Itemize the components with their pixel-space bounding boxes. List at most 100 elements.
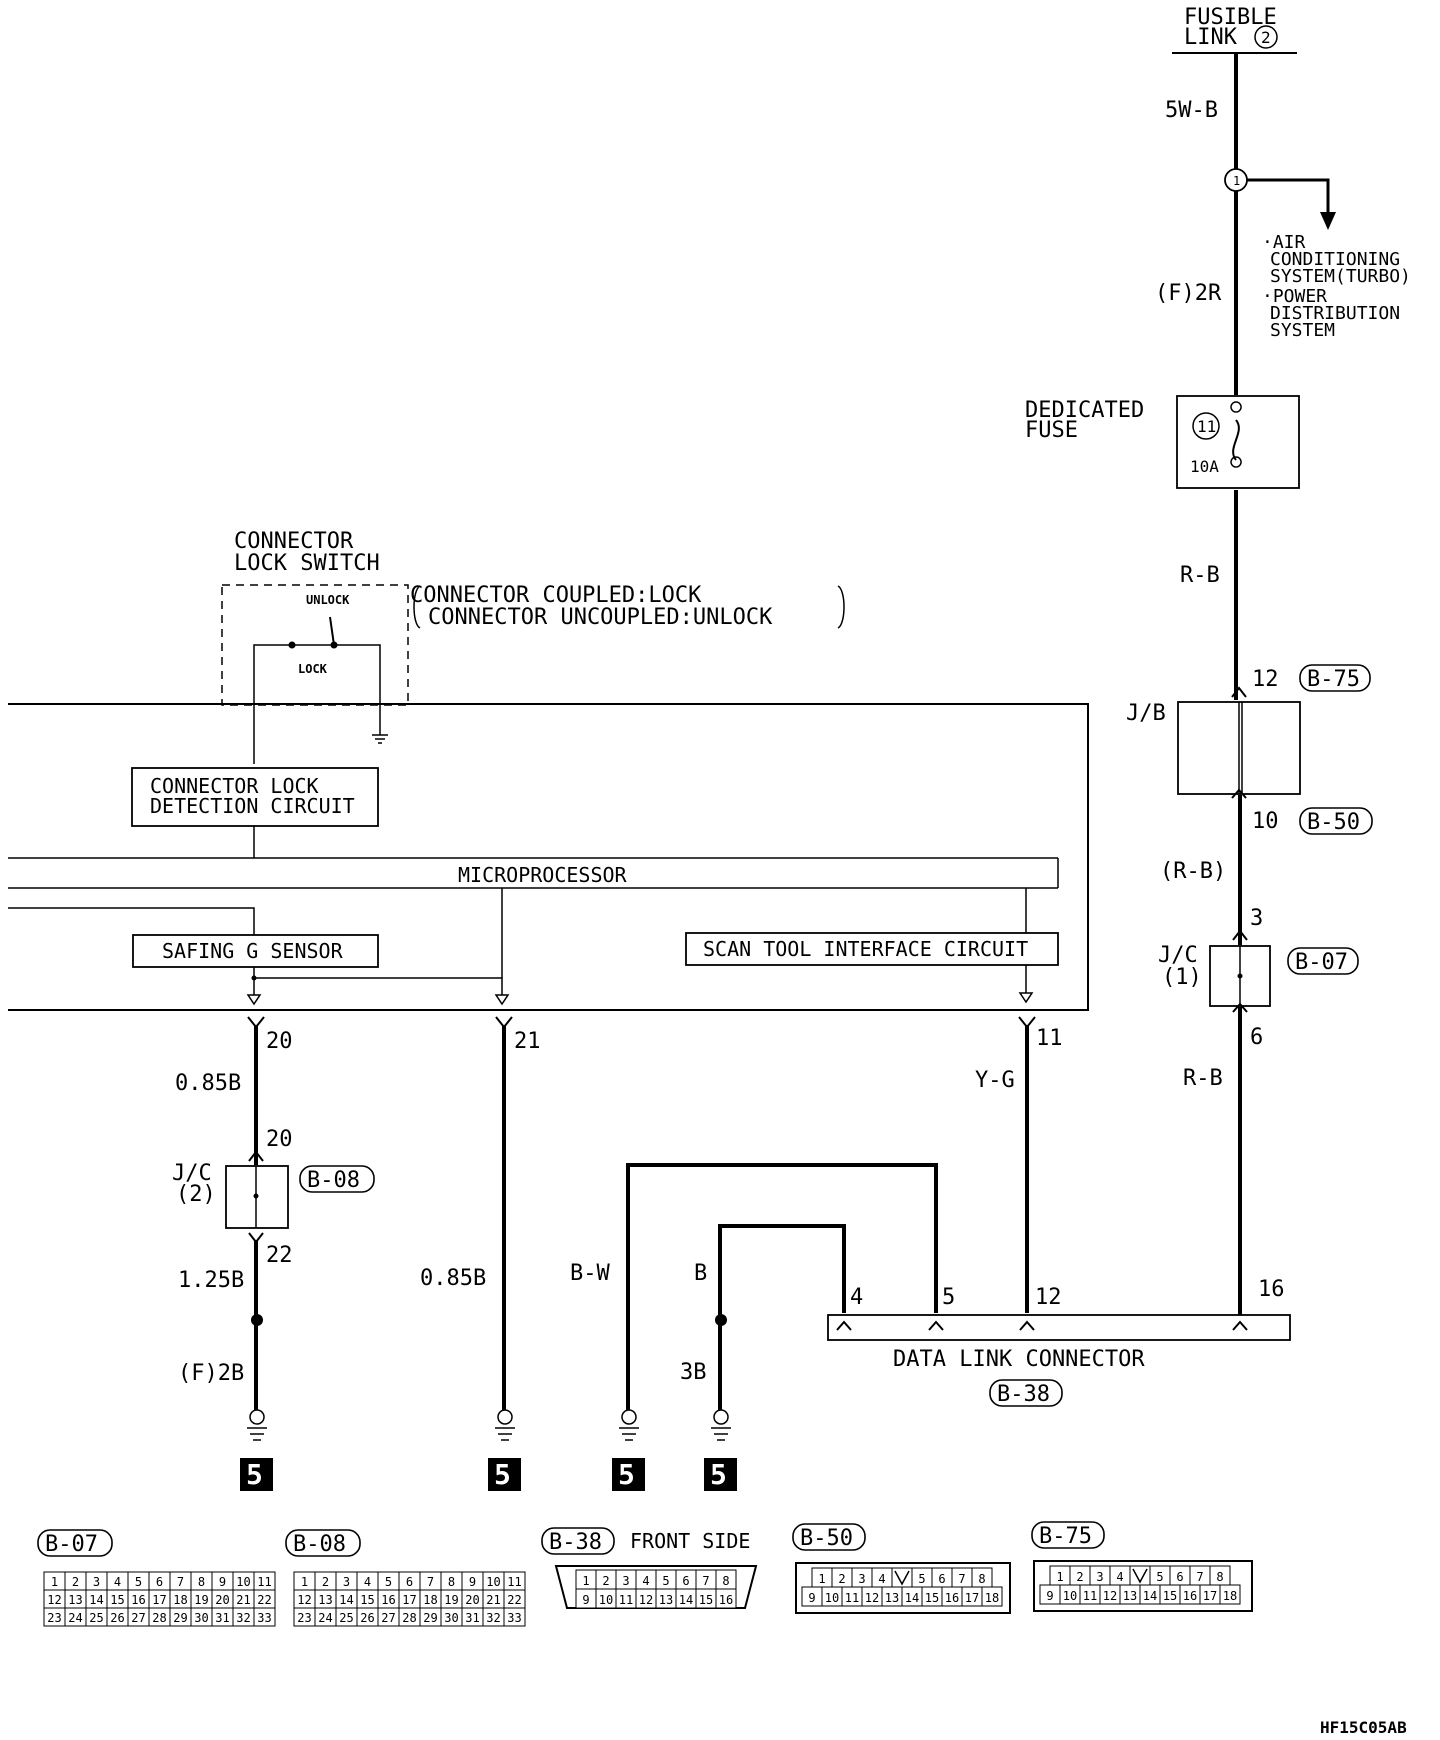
srs-unit-outline xyxy=(8,703,1089,1011)
pin-number: 19 xyxy=(194,1593,208,1607)
pin-number: 14 xyxy=(339,1593,353,1607)
pin-number: 32 xyxy=(486,1611,500,1625)
wire-125b-label: 1.25B xyxy=(178,1268,244,1293)
branch-note-5: DISTRIBUTION xyxy=(1270,303,1400,324)
lock-switch-label-2: LOCK SWITCH xyxy=(234,551,380,576)
pin-number: 12 xyxy=(47,1593,61,1607)
ground-symbol-3: 5 xyxy=(612,1409,645,1491)
wire-rb-label-2: R-B xyxy=(1183,1066,1223,1091)
pin-number: 4 xyxy=(1116,1570,1123,1584)
pin-number: 10 xyxy=(236,1575,250,1589)
wire-f2r-label: (F)2R xyxy=(1155,281,1222,306)
wire-5wb-label: 5W-B xyxy=(1165,98,1218,123)
b38-shell-outline xyxy=(554,1565,758,1609)
pin-number: 27 xyxy=(381,1611,395,1625)
pin-number: 14 xyxy=(679,1593,693,1607)
b50-view-tag xyxy=(792,1523,866,1551)
pin-number: 32 xyxy=(236,1611,250,1625)
fuse-rating: 10A xyxy=(1190,457,1219,476)
pin-number: 2 xyxy=(1076,1570,1083,1584)
jc1-label-2: (1) xyxy=(1162,965,1202,990)
b38-view-label: B-38 xyxy=(549,1530,602,1555)
pin-number: 11 xyxy=(507,1575,521,1589)
pin-number: 15 xyxy=(925,1591,939,1605)
pin-number: 18 xyxy=(423,1593,437,1607)
srs-unit: CONNECTOR LOCK SWITCH CONNECTOR COUPLED:… xyxy=(8,529,1089,1011)
unlock-label: UNLOCK xyxy=(306,593,350,607)
branch-note-6: SYSTEM xyxy=(1270,320,1335,341)
chassis-ground-icon xyxy=(372,734,388,744)
pin-number: 2 xyxy=(602,1574,609,1588)
pin-number: 9 xyxy=(469,1575,476,1589)
pin-number: 4 xyxy=(642,1574,649,1588)
pin-number: 26 xyxy=(110,1611,124,1625)
jc2-label-1: J/C xyxy=(172,1161,212,1186)
pin-number: 12 xyxy=(297,1593,311,1607)
pin-number: 14 xyxy=(1143,1589,1157,1603)
svg-text:5: 5 xyxy=(494,1458,511,1491)
b08-tag-label: B-08 xyxy=(307,1168,360,1193)
b08-tag xyxy=(299,1165,375,1193)
pin-number: 13 xyxy=(885,1591,899,1605)
b38-tag xyxy=(989,1379,1063,1407)
pin-cell xyxy=(1219,1584,1241,1605)
pin-number: 18 xyxy=(173,1593,187,1607)
pin-number: 16 xyxy=(719,1593,733,1607)
pin-22: 22 xyxy=(266,1243,293,1268)
pin-number: 27 xyxy=(131,1611,145,1625)
pin-number: 28 xyxy=(402,1611,416,1625)
pin-number: 22 xyxy=(257,1593,271,1607)
key-notch-icon xyxy=(894,1570,910,1586)
key-notch-icon xyxy=(1132,1568,1148,1584)
pin-number: 8 xyxy=(978,1572,985,1586)
wire-3b-label: 3B xyxy=(680,1360,707,1385)
pin-number: 20 xyxy=(465,1593,479,1607)
pin-number: 15 xyxy=(110,1593,124,1607)
lock-note-2: CONNECTOR UNCOUPLED:UNLOCK xyxy=(428,605,773,630)
pin-20: 20 xyxy=(266,1029,293,1054)
wire-rb-paren-label: (R-B) xyxy=(1160,859,1226,884)
pin-number: 13 xyxy=(68,1593,82,1607)
b38-view-tag xyxy=(541,1527,615,1555)
lock-detection-box xyxy=(131,767,379,827)
pin-number: 30 xyxy=(444,1611,458,1625)
pin-number: 25 xyxy=(89,1611,103,1625)
ground-symbol-1: 5 xyxy=(240,1409,273,1491)
pin-number: 3 xyxy=(622,1574,629,1588)
splice-point-3 xyxy=(715,1314,727,1326)
pin-number: 30 xyxy=(194,1611,208,1625)
pin-number: 24 xyxy=(68,1611,82,1625)
pin-number: 14 xyxy=(89,1593,103,1607)
pin-number: 9 xyxy=(808,1591,815,1605)
fusible-link-label-2: LINK xyxy=(1184,25,1238,50)
pin-number: 3 xyxy=(93,1575,100,1589)
power-supply-branch: FUSIBLE LINK 2 5W-B 1 ·AIR CONDITIONING … xyxy=(1025,5,1411,1315)
branch-note-3: SYSTEM(TURBO) xyxy=(1270,266,1411,287)
pin-number: 13 xyxy=(659,1593,673,1607)
pin-number: 13 xyxy=(318,1593,332,1607)
pin-number: 7 xyxy=(958,1572,965,1586)
pin-number: 24 xyxy=(318,1611,332,1625)
scan-tool-box xyxy=(685,932,1059,966)
pin-number: 6 xyxy=(1176,1570,1183,1584)
pin-number: 5 xyxy=(662,1574,669,1588)
pin-number: 2 xyxy=(838,1572,845,1586)
pin-number: 8 xyxy=(448,1575,455,1589)
front-side-label: FRONT SIDE xyxy=(630,1529,750,1553)
pin-number: 4 xyxy=(878,1572,885,1586)
dedicated-fuse-label-2: FUSE xyxy=(1025,418,1078,443)
wire-b-label: B xyxy=(694,1261,707,1286)
pin-3: 3 xyxy=(1250,906,1263,931)
b75-tag-label: B-75 xyxy=(1307,667,1360,692)
pin-number: 4 xyxy=(364,1575,371,1589)
pin-number: 29 xyxy=(173,1611,187,1625)
b07-tag xyxy=(1287,947,1359,975)
splice-point-2 xyxy=(251,1314,263,1326)
pin-number: 2 xyxy=(322,1575,329,1589)
pin-4: 4 xyxy=(850,1285,863,1310)
fuse-number: 11 xyxy=(1197,417,1216,436)
